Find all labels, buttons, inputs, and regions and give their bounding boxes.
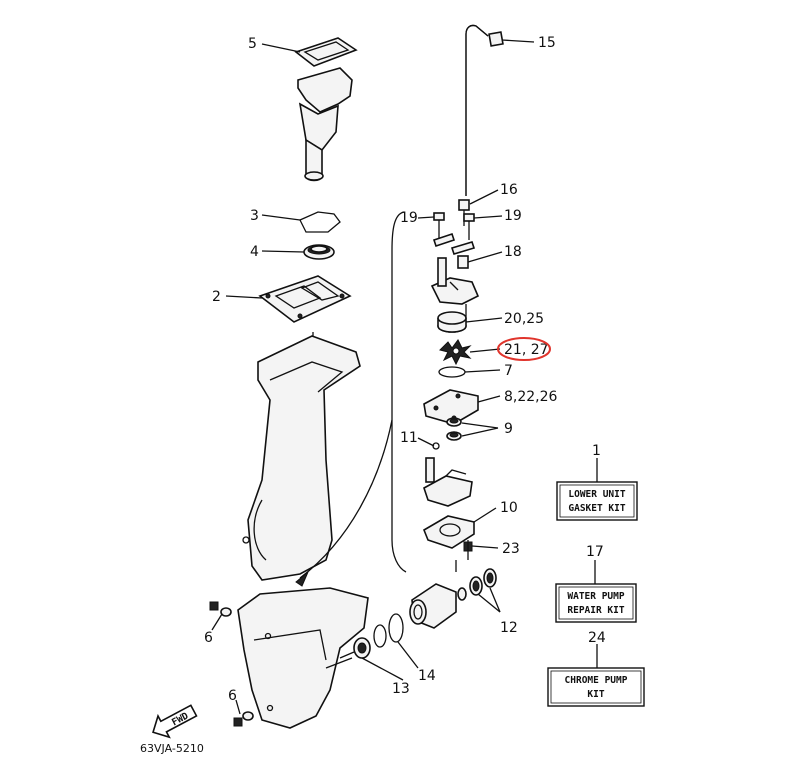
part-15-water-tube xyxy=(465,24,504,196)
gear-case xyxy=(237,587,369,729)
part-3-gasket xyxy=(299,211,341,233)
callout-19-left: 19 xyxy=(400,210,418,226)
callout-24: 24 xyxy=(588,630,606,646)
callout-12: 12 xyxy=(500,620,518,636)
part-19-bolt-right xyxy=(463,213,475,240)
callout-4: 4 xyxy=(250,244,259,260)
callout-21-27: 21, 27 xyxy=(504,342,549,358)
part-2-gasket-plate xyxy=(258,275,352,345)
part-13-seal xyxy=(339,637,371,659)
oil-seal-housing xyxy=(423,457,473,507)
part-10-gasket xyxy=(423,515,475,549)
part-6-screw-upper xyxy=(209,601,232,617)
part-4-seal xyxy=(303,244,335,260)
callout-8-22-26: 8,22,26 xyxy=(504,389,558,405)
part-21-impeller xyxy=(439,339,472,366)
callout-13: 13 xyxy=(392,681,410,697)
callout-11: 11 xyxy=(400,430,418,446)
callout-10: 10 xyxy=(500,500,518,516)
callout-18: 18 xyxy=(504,244,522,260)
group-bracket xyxy=(391,211,407,573)
part-5-exhaust-guide xyxy=(294,37,358,182)
kit-box-chrome-pump: CHROME PUMP KIT xyxy=(547,667,645,707)
part-16-bolt xyxy=(458,199,470,226)
part-14-o-ring-small xyxy=(373,624,387,648)
callout-3: 3 xyxy=(250,208,259,224)
bearing-housing xyxy=(409,583,457,629)
plates-and-insert xyxy=(432,232,476,269)
callout-5: 5 xyxy=(248,36,257,52)
highlight-circle xyxy=(497,337,551,361)
drive-shaft-housing xyxy=(242,335,361,581)
kit-water-pump-line1: WATER PUMP xyxy=(567,591,624,602)
kit-chrome-pump-line1: CHROME PUMP xyxy=(565,675,628,686)
kit-chrome-pump-line2: KIT xyxy=(587,689,604,700)
fwd-arrow-icon: FWD xyxy=(152,704,198,739)
kit-lower-unit-line2: GASKET KIT xyxy=(568,503,625,514)
part-8-outer-plate xyxy=(423,389,479,425)
callout-numbers: 5 15 3 4 2 16 19 19 18 20,25 21, 27 7 8,… xyxy=(204,35,606,704)
assembly-arrow-head xyxy=(295,571,309,587)
kit-box-lower-unit-gasket: LOWER UNIT GASKET KIT xyxy=(556,481,638,521)
diagram-code: 63VJA-5210 xyxy=(140,742,204,755)
part-6-screw-lower xyxy=(233,711,254,727)
kit-lower-unit-line1: LOWER UNIT xyxy=(568,489,625,500)
callout-15: 15 xyxy=(538,35,556,51)
callout-20-25: 20,25 xyxy=(504,311,544,327)
leader-lines xyxy=(211,39,598,715)
callout-1: 1 xyxy=(592,443,601,459)
assembly-arrow-curve xyxy=(299,419,393,579)
kit-box-water-pump-repair: WATER PUMP REPAIR KIT xyxy=(555,583,637,623)
callout-16: 16 xyxy=(500,182,518,198)
part-7-o-ring xyxy=(438,366,466,378)
callout-6-upper: 6 xyxy=(204,630,213,646)
kit-water-pump-line2: REPAIR KIT xyxy=(567,605,624,616)
callout-2: 2 xyxy=(212,289,221,305)
part-9-oil-seals xyxy=(446,417,462,441)
callout-9: 9 xyxy=(504,421,513,437)
callout-17: 17 xyxy=(586,544,604,560)
part-19-bolt-left xyxy=(433,212,445,238)
callout-19-right: 19 xyxy=(504,208,522,224)
callout-7: 7 xyxy=(504,363,513,379)
part-14-o-ring xyxy=(388,613,404,643)
callout-6-lower: 6 xyxy=(228,688,237,704)
part-12-bearings xyxy=(457,568,497,601)
pump-housing xyxy=(430,257,480,305)
callout-23: 23 xyxy=(502,541,520,557)
callout-14: 14 xyxy=(418,668,436,684)
part-20-insert-cartridge xyxy=(437,304,467,333)
